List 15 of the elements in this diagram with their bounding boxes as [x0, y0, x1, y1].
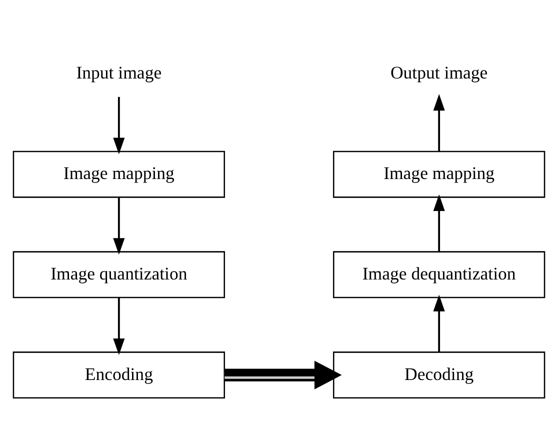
arrow	[433, 94, 445, 151]
node-box: Image mapping	[333, 150, 546, 198]
node-text: Output image	[390, 62, 488, 82]
node-box: Image dequantization	[333, 250, 546, 298]
arrow	[113, 96, 125, 154]
arrow	[224, 360, 342, 389]
node-text: Input image	[76, 62, 162, 82]
node-box: Image quantization	[12, 250, 225, 298]
node-box: Decoding	[333, 351, 546, 398]
node-box: Encoding	[12, 351, 225, 398]
arrow	[113, 297, 125, 355]
arrow	[433, 194, 445, 252]
arrow	[433, 294, 445, 352]
arrow	[113, 196, 125, 254]
node-box: Image mapping	[12, 150, 225, 198]
